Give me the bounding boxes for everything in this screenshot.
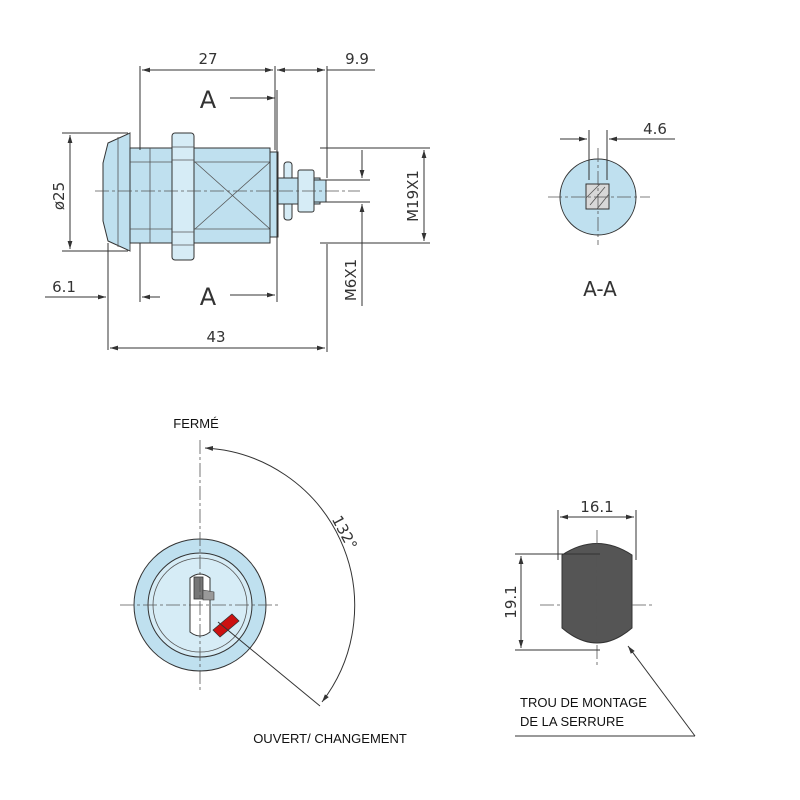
front-view: FERMÉ 132° OUVERT/ CHANGEMENT <box>120 416 407 746</box>
angle-label: 132° <box>328 512 361 552</box>
lock-cylinder-body <box>129 147 271 244</box>
mount-hole-label-line1: TROU DE MONTAGE <box>520 695 647 710</box>
section-marker-bottom: A <box>200 283 217 311</box>
section-view: 4.6 A-A <box>548 120 675 301</box>
dim-43: 43 <box>206 328 225 346</box>
side-view: 27 9.9 A A ø25 M19X1 M6X1 6.1 <box>45 50 430 352</box>
dim-hole-height: 19.1 <box>502 585 520 618</box>
closed-label: FERMÉ <box>173 416 219 431</box>
dim-4-6: 4.6 <box>643 120 667 138</box>
dim-m6x1: M6X1 <box>342 259 360 301</box>
dim-hole-width: 16.1 <box>580 498 613 516</box>
hex-nut <box>171 132 195 261</box>
dim-m19x1: M19X1 <box>404 170 422 222</box>
section-label: A-A <box>583 277 617 301</box>
mount-hole-label-line2: DE LA SERRURE <box>520 714 624 729</box>
dim-diameter-25: ø25 <box>50 182 68 210</box>
rotation-arc <box>204 446 356 703</box>
dim-9-9: 9.9 <box>345 50 369 68</box>
section-marker-top: A <box>200 86 217 114</box>
dim-6-1: 6.1 <box>52 278 76 296</box>
mount-hole-view: 16.1 19.1 TROU DE MONTAGE DE LA SERRURE <box>502 498 696 737</box>
open-label: OUVERT/ CHANGEMENT <box>253 731 407 746</box>
dim-27: 27 <box>198 50 217 68</box>
lock-bezel <box>102 132 131 252</box>
